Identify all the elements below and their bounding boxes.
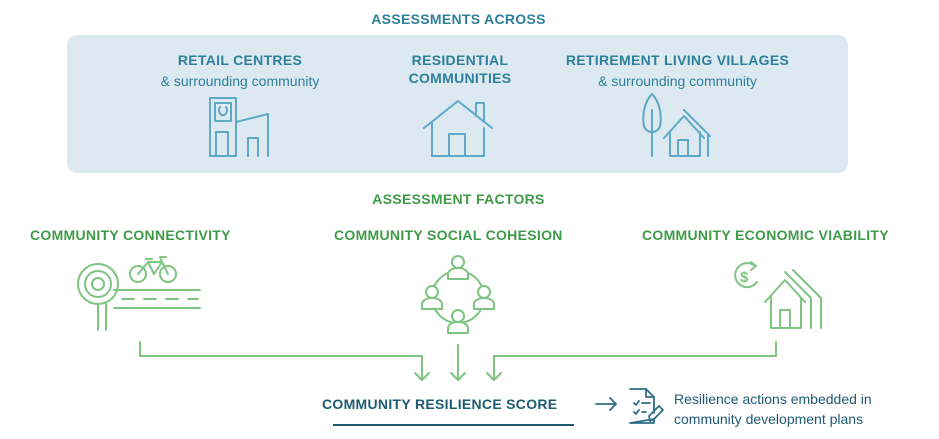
assessment-retirement: RETIREMENT LIVING VILLAGES & surrounding… [555,52,800,89]
factor-social-cohesion-title: COMMUNITY SOCIAL COHESION [334,227,563,243]
assessment-retail: RETAIL CENTRES & surrounding community [140,52,340,89]
outcome-line1: Resilience actions embedded in [674,391,872,407]
house-icon [422,98,494,160]
svg-text:$: $ [740,269,749,286]
people-circle-icon [418,255,498,335]
retail-title: RETAIL CENTRES [177,52,303,68]
factors-heading: ASSESSMENT FACTORS [372,191,545,207]
residential-title-line1: RESIDENTIAL [411,52,509,68]
resilience-score-label: COMMUNITY RESILIENCE SCORE [322,396,558,412]
residential-title-line2: COMMUNITIES [408,70,512,86]
factor-connectivity-title: COMMUNITY CONNECTIVITY [30,227,231,243]
tree-house-icon [640,92,714,160]
retirement-title: RETIREMENT LIVING VILLAGES [565,52,790,68]
score-underline [333,424,574,426]
retail-building-icon [208,96,272,160]
retail-subtitle: & surrounding community [160,73,320,89]
outcome-text: Resilience actions embedded in community… [674,389,872,429]
arrow-right-icon [595,396,619,412]
assessments-heading: ASSESSMENTS ACROSS [371,11,546,27]
checklist-document-icon [628,387,664,425]
assessments-panel [67,35,848,173]
bicycle-path-icon [76,256,202,332]
retirement-subtitle: & surrounding community [598,73,757,89]
outcome-line2: community development plans [674,411,864,427]
dollar-houses-icon: $ [727,258,827,330]
assessment-residential: RESIDENTIAL COMMUNITIES [365,52,555,86]
factor-economic-viability-title: COMMUNITY ECONOMIC VIABILITY [642,227,889,243]
